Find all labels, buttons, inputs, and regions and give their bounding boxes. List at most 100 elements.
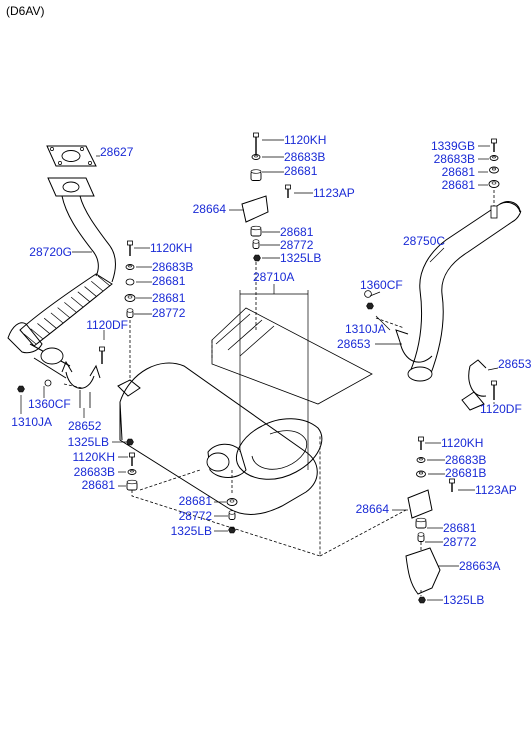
tail-hanger-cushion-b-hole [492,156,496,159]
part-label-rr-spacer: 28772 [443,535,477,549]
front-clamp-label-bracket [79,390,91,408]
front-clamp-washer [44,379,52,387]
leader-rear-washer [369,291,381,297]
leader-lines [20,139,499,601]
rr-hanger-insulator [405,547,441,595]
part-label-front-washer: 1360CF [28,397,71,411]
muffler-rear-ring [235,418,323,480]
left-hanger-cushion-hole [127,295,133,299]
part-label-tail-pipe: 28750C [403,234,445,248]
part-label-rear-clamp-r: 28653 [498,357,532,371]
leader-rear-clamp-r [487,367,499,371]
leader-tail-pipe [429,247,445,263]
front-clamp-bolt-head [99,346,105,352]
muffler-outlet-pipe [207,443,247,478]
part-label-front-nut: 1310JA [11,415,52,429]
part-label-top-cushion-1: 28681 [284,164,318,178]
bellows-rib-7 [70,296,84,308]
part-label-left-nut-lb: 1325LB [68,435,109,449]
part-label-top-bolt: 1120KH [284,133,326,147]
tail-hanger-bolt-head [491,138,497,144]
part-label-rr-bracket-bolt: 1123AP [475,483,517,497]
left-lower-cushion-top [126,479,138,485]
front-clamp-band [65,371,95,389]
muffler-rear-ring-inner [251,430,308,470]
front-gasket-hole-2 [58,161,62,165]
front-pipe-inlet [7,322,43,354]
part-label-top-cushion-2: 28681 [280,225,314,239]
part-label-rr-hanger: 28663A [459,559,500,573]
assembly-line-right [319,509,407,557]
top-hanger-cushion-2-top [250,225,262,231]
part-label-top-spacer: 28772 [280,238,314,252]
tail-hanger-rod [490,205,498,219]
part-label-front-pipe: 28720G [29,245,72,259]
part-label-rear-clamp-l: 28653 [337,337,371,351]
part-label-rr-nut: 1325LB [443,593,484,607]
part-label-bot-spacer: 28772 [179,509,213,523]
left-hanger-washer [125,278,135,286]
part-label-top-nut: 1325LB [280,251,321,265]
bellows-rib-10 [91,281,104,292]
bellows-rib-5 [57,307,70,318]
rr-hanger-cushion-b2-hole [418,471,424,475]
tail-pipe-lower-wall [409,201,521,373]
part-label-tail-cushion-b: 28683B [434,152,475,166]
part-drawings [7,132,522,604]
top-hanger-spacer-top [252,239,260,244]
bellows-rib-9 [84,286,97,297]
front-gasket-hole-1 [80,147,84,151]
top-hanger-bolt-head [253,132,259,138]
left-lower-cushion-b-hole [130,470,134,473]
part-label-left-cushion-b: 28683B [152,260,193,274]
rear-clamp-bolt-head [491,380,497,386]
part-label-rear-washer: 1360CF [360,278,403,292]
bellows-rib-0 [23,333,37,345]
bottom-spacer-top [228,510,236,515]
rear-clamp-right-band [468,365,487,397]
part-label-top-cushion-b: 28683B [284,150,325,164]
front-gasket-plate [46,145,97,167]
tail-pipe-rear-end [499,201,521,213]
rr-hanger-cushion-top [415,517,427,523]
left-hanger-spacer-top [126,308,134,313]
rr-hanger-bolt-head [418,436,424,442]
front-pipe-left-wall [61,195,99,277]
part-label-rr-bolt: 1120KH [441,436,483,450]
bellows-rib-2 [37,323,50,334]
part-label-left-cushion-b-2: 28683B [74,465,115,479]
top-hanger-cushion-top [250,169,262,174]
part-label-front-clamp: 28652 [68,419,102,433]
bellows-rib-11 [97,275,111,287]
front-pipe-outlet-end [40,347,64,365]
bellows-rib-8 [77,291,91,303]
part-label-tail-bolt: 1339GB [431,139,475,153]
part-label-bot-cushion: 28681 [179,494,213,508]
rear-clamp-right-ear [469,359,487,369]
part-label-rr-bracket: 28664 [356,502,390,516]
front-gasket-hole-3 [88,161,92,165]
rear-clamp-washer [364,290,372,298]
left-lower-nut [126,438,134,446]
front-clamp-ear-r [89,364,101,379]
bellows-rib-3 [43,317,57,329]
muffler-body [119,362,318,515]
part-label-left-cushion-1: 28681 [152,274,186,288]
part-label-left-cushion-2: 28681 [152,291,186,305]
rear-clamp-left-ear [395,329,409,343]
front-pipe-right-wall [79,195,116,283]
muffler-front-face [119,401,123,441]
tail-pipe-front-end [407,366,433,382]
left-lower-axis [139,469,201,491]
top-hanger-bracket [241,195,269,223]
tail-hanger-cushion-2-hole [491,181,497,185]
part-label-top-bracket-bolt: 1123AP [313,186,355,200]
part-label-front-gasket: 28627 [100,145,134,159]
tail-pipe-upper-wall [429,210,522,377]
front-gasket-bore [61,150,81,162]
left-hanger-cushion-b-hole [128,265,132,268]
part-label-muffler: 28710A [253,270,294,284]
part-label-left-bolt: 1120KH [150,241,192,255]
